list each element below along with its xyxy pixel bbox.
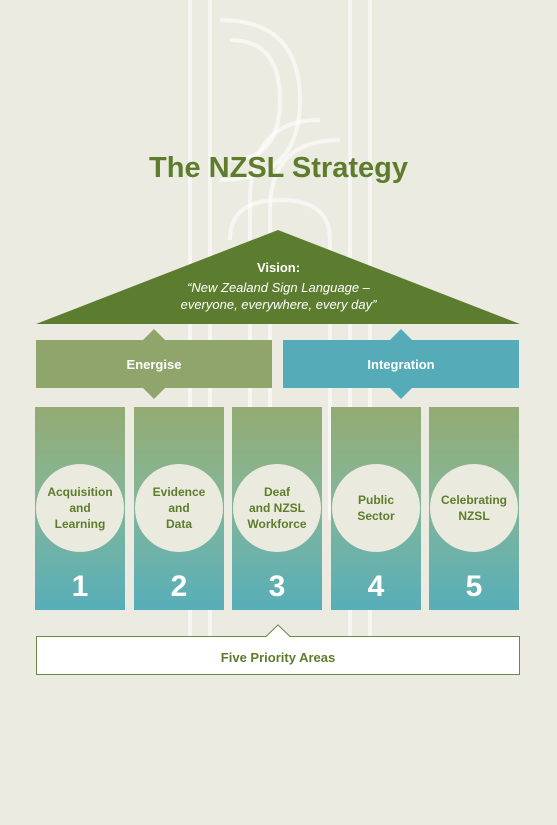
pillar-number: 5 [465,570,483,603]
pillar-number: 1 [71,570,89,603]
integration-band: Integration [283,340,519,388]
priority-areas-label: Five Priority Areas [220,650,336,665]
pillar-celebrating-nzsl: Celebrating NZSL 5 [429,407,519,610]
integration-label: Integration [367,357,435,372]
pillar-deaf-and-nzsl-workforce: Deaf and NZSL Workforce 3 [232,407,322,610]
priority-areas-box: Five Priority Areas [36,636,520,675]
integration-up-arrow [390,329,412,340]
pillar-number: 4 [367,570,385,603]
energise-up-arrow [143,329,165,340]
pillar-public-sector: Public Sector 4 [331,407,421,610]
vision-line-2: everyone, everywhere, every day” [180,297,377,312]
integration-down-arrow [390,388,412,399]
energise-band: Energise [36,340,272,388]
energise-label: Energise [126,357,182,372]
pillar-label: Celebrating NZSL [430,464,518,552]
pillar-label: Acquisition and Learning [36,464,124,552]
energise-down-arrow [143,388,165,399]
pillar-number: 2 [170,570,188,603]
page-title: The NZSL Strategy [149,152,408,184]
vision-statement: “New Zealand Sign Language – everyone, e… [0,279,557,313]
vision-label: Vision: [256,260,301,275]
pillar-evidence-and-data: Evidence and Data 2 [134,407,224,610]
pillar-label: Deaf and NZSL Workforce [233,464,321,552]
priority-box-notch [266,624,290,637]
pillar-label: Evidence and Data [135,464,223,552]
vision-line-1: “New Zealand Sign Language – [187,280,370,295]
pillar-number: 3 [268,570,286,603]
pillar-acquisition-and-learning: Acquisition and Learning 1 [35,407,125,610]
vision-roof [36,230,520,324]
pillar-label: Public Sector [332,464,420,552]
